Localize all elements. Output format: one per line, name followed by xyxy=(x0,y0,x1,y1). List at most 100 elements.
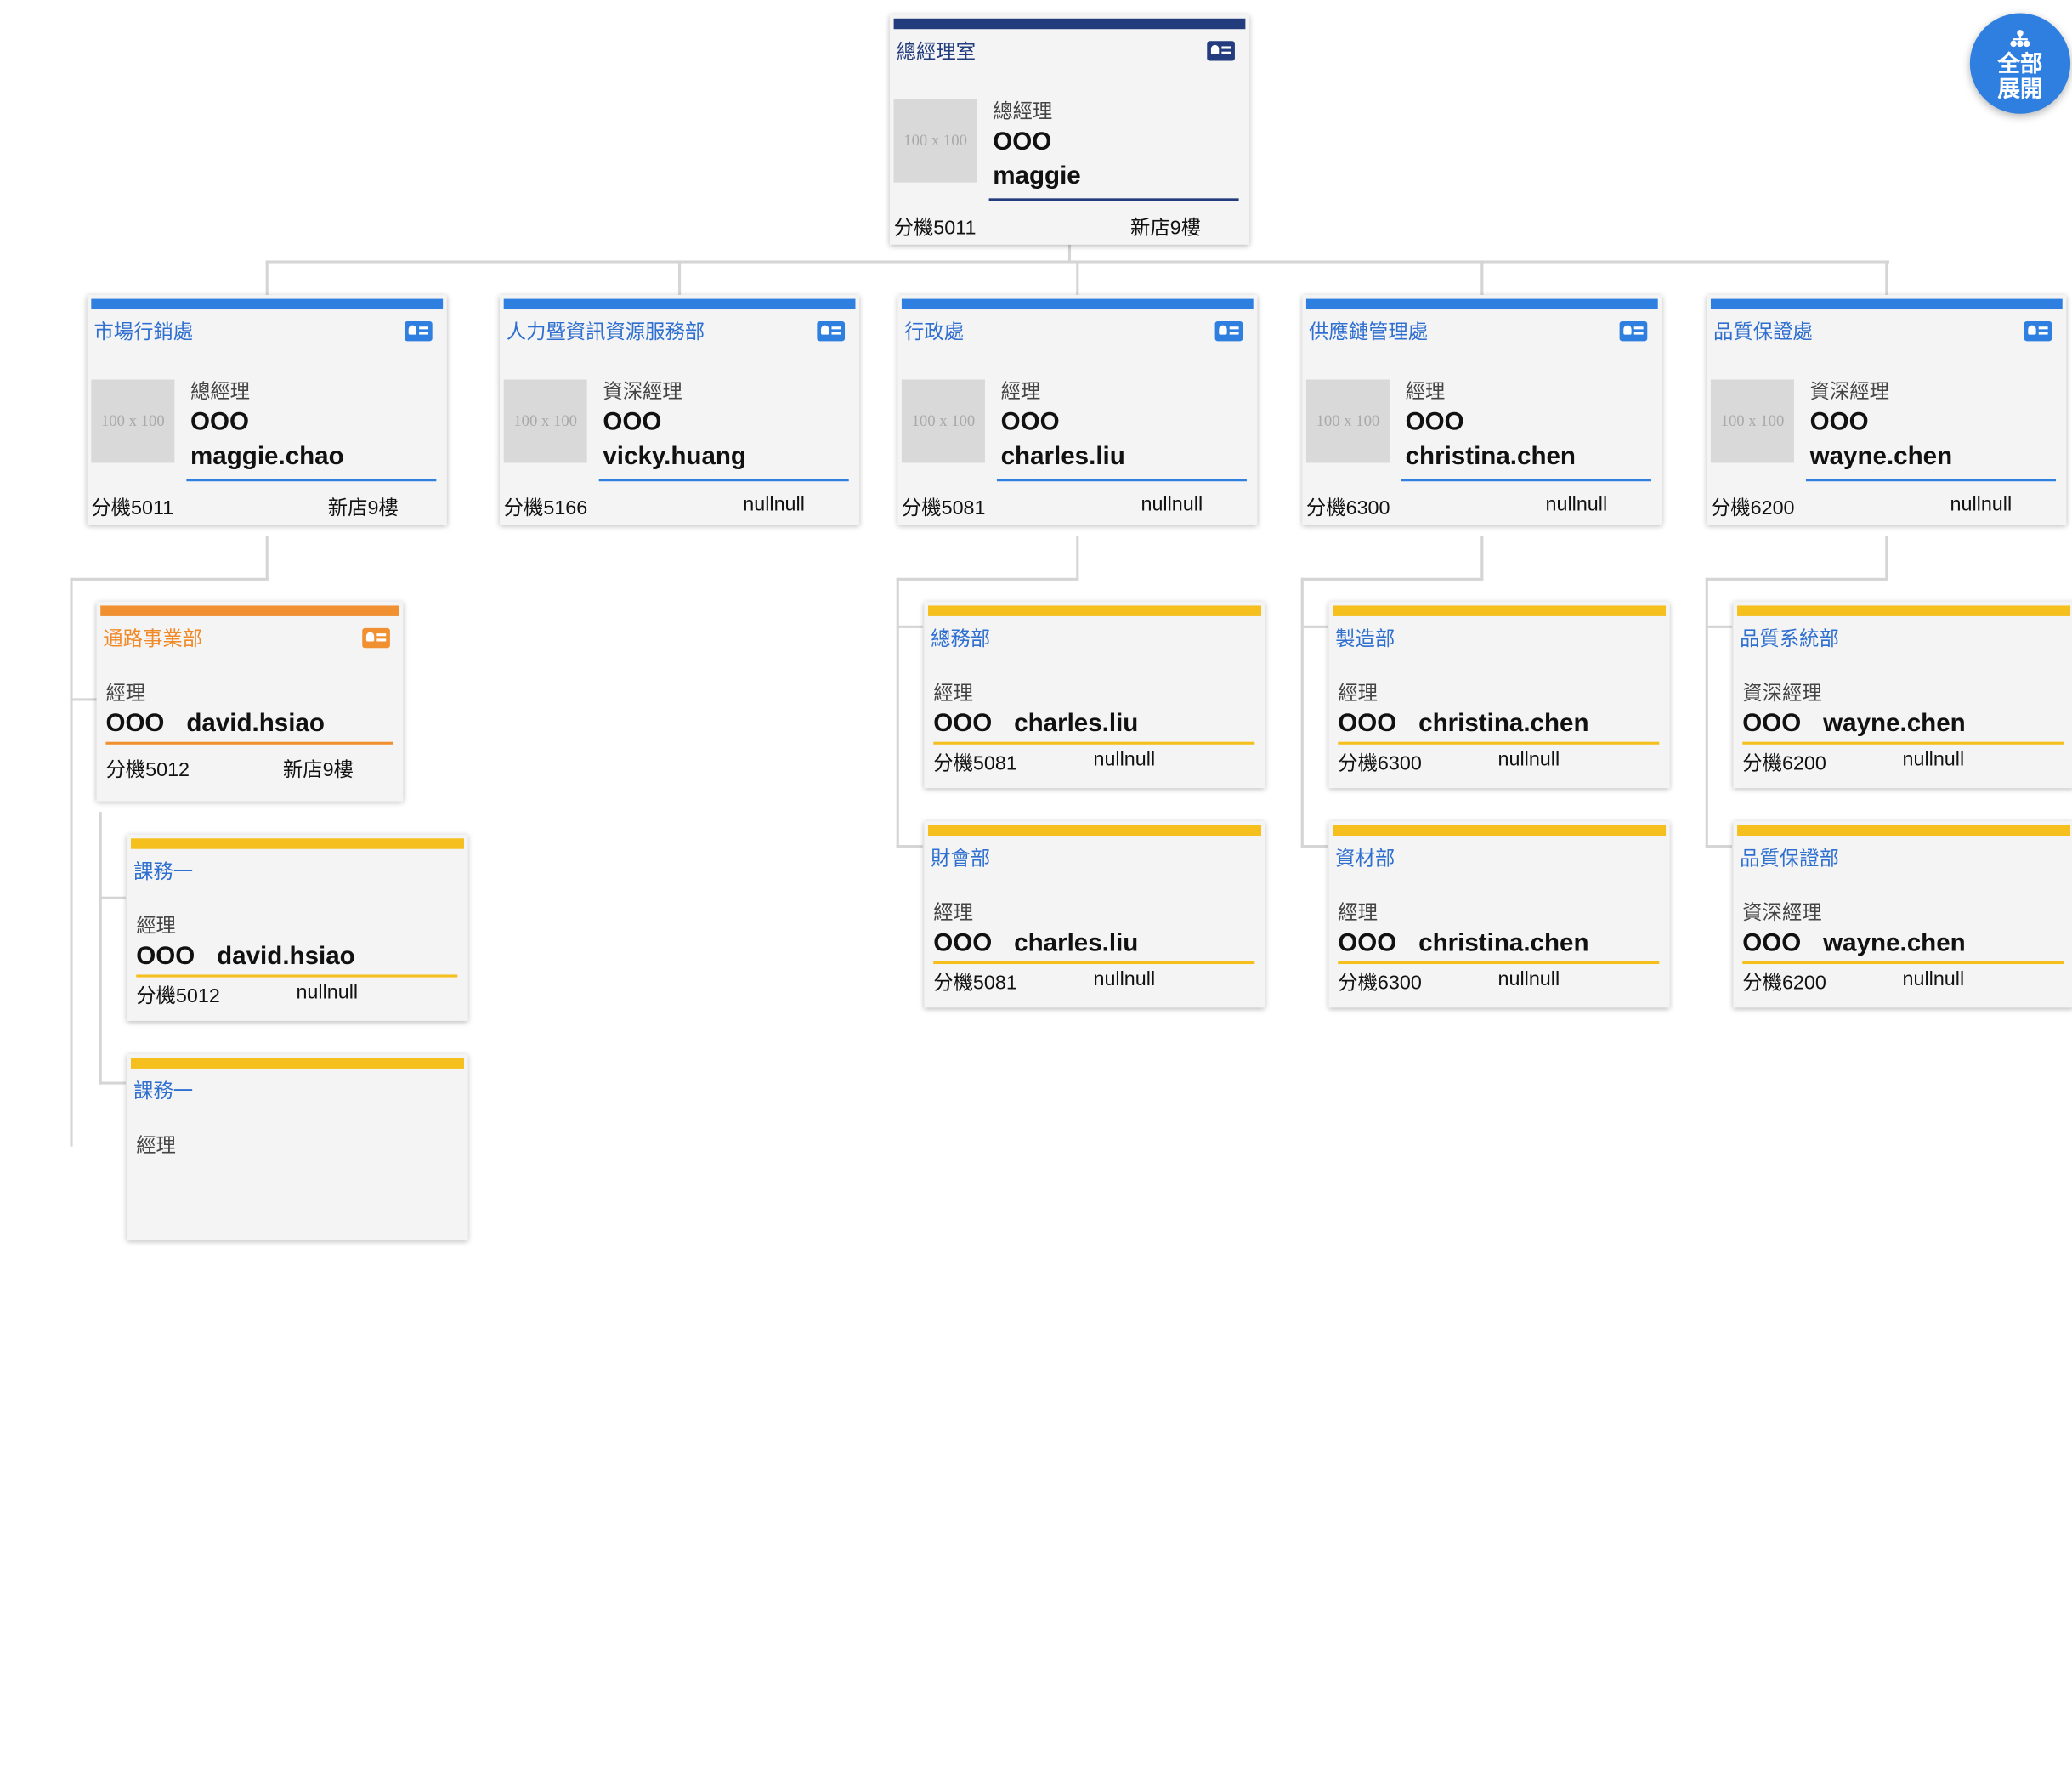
job-title: 經理 xyxy=(1405,381,1446,404)
connector xyxy=(1885,536,1888,580)
org-card-manufacturing[interactable]: 製造部 經理 OOO christina.chen 分機6300 nullnul… xyxy=(1328,601,1670,789)
org-card-general-affairs[interactable]: 總務部 經理 OOO charles.liu 分機5081 nullnull xyxy=(924,601,1265,789)
card-header-bar xyxy=(1737,825,2071,836)
connector xyxy=(265,536,269,580)
employee-name: christina.chen xyxy=(1418,710,1589,739)
connector xyxy=(1705,625,1732,628)
office-location: nullnull xyxy=(1093,748,1156,771)
employee-name: wayne.chen xyxy=(1809,443,1953,471)
org-card-root[interactable]: 總經理室 100 x 100 總經理 OOO maggie 分機5011 新店9… xyxy=(889,14,1250,245)
phone-extension: 分機6300 xyxy=(1338,752,1422,775)
phone-extension: 分機6200 xyxy=(1742,752,1826,775)
office-location: nullnull xyxy=(1950,493,2013,516)
employee-name: david.hsiao xyxy=(217,943,355,971)
connector xyxy=(896,577,1079,581)
job-title: 經理 xyxy=(1338,682,1378,706)
department-name: 製造部 xyxy=(1335,627,1395,651)
employee-name-prefix: OOO xyxy=(1405,408,1464,437)
phone-extension: 分機5012 xyxy=(105,758,190,782)
employee-name: maggie xyxy=(993,162,1081,191)
phone-extension: 分機6200 xyxy=(1742,972,1826,995)
card-header-bar xyxy=(91,298,444,310)
connector xyxy=(1885,260,1888,298)
job-title: 總經理 xyxy=(190,381,251,404)
connector xyxy=(1480,260,1484,298)
department-name: 行政處 xyxy=(904,321,965,344)
org-card-channel-business[interactable]: 通路事業部 經理 OOO david.hsiao 分機5012 新店9樓 xyxy=(96,601,404,802)
connector xyxy=(1705,845,1732,848)
employee-name: david.hsiao xyxy=(186,710,325,739)
avatar-placeholder: 100 x 100 xyxy=(893,99,977,183)
employee-name-prefix: OOO xyxy=(1742,929,1802,958)
connector xyxy=(1705,577,1708,848)
department-name: 通路事業部 xyxy=(103,627,203,651)
connector xyxy=(1076,536,1079,580)
employee-name: wayne.chen xyxy=(1823,929,1966,958)
name-underline xyxy=(1805,479,2056,481)
employee-name: maggie.chao xyxy=(190,443,344,471)
name-underline xyxy=(1742,741,2064,745)
org-card-section-2[interactable]: 課務一 經理 xyxy=(127,1053,468,1241)
id-card-icon[interactable] xyxy=(362,627,390,649)
org-card-quality-assurance[interactable]: 品質保證處 100 x 100 資深經理 OOO wayne.chen 分機62… xyxy=(1707,294,2067,525)
office-location: nullnull xyxy=(1902,967,1965,991)
employee-name: christina.chen xyxy=(1418,929,1589,958)
employee-name: vicky.huang xyxy=(603,443,746,471)
card-header-bar xyxy=(893,18,1246,30)
department-name: 總務部 xyxy=(931,627,991,651)
expand-all-label-line1: 全部 xyxy=(1997,51,2043,77)
connector xyxy=(896,845,923,848)
avatar-placeholder: 100 x 100 xyxy=(503,379,587,463)
org-card-quality-assurance-dept[interactable]: 品質保證部 資深經理 OOO wayne.chen 分機6200 nullnul… xyxy=(1733,821,2072,1008)
org-card-quality-system[interactable]: 品質系統部 資深經理 OOO wayne.chen 分機6200 nullnul… xyxy=(1733,601,2072,789)
id-card-icon[interactable] xyxy=(2024,321,2052,342)
expand-all-label: 全部 展開 xyxy=(1970,52,2070,102)
org-card-admin[interactable]: 行政處 100 x 100 經理 OOO charles.liu 分機5081 … xyxy=(897,294,1258,525)
card-header-bar xyxy=(928,825,1262,836)
card-header-bar xyxy=(131,838,465,849)
connector xyxy=(1067,244,1072,264)
office-location: nullnull xyxy=(1902,748,1965,771)
name-underline xyxy=(1338,741,1660,745)
id-card-icon[interactable] xyxy=(405,321,433,342)
connector xyxy=(1076,260,1079,298)
expand-all-button[interactable]: 全部 展開 xyxy=(1969,13,2071,114)
org-card-materials[interactable]: 資材部 經理 OOO christina.chen 分機6300 nullnul… xyxy=(1328,821,1670,1008)
org-card-marketing[interactable]: 市場行銷處 100 x 100 總經理 OOO maggie.chao 分機50… xyxy=(87,294,447,525)
org-card-finance-accounting[interactable]: 財會部 經理 OOO charles.liu 分機5081 nullnull xyxy=(924,821,1265,1008)
connector xyxy=(99,896,126,899)
id-card-icon[interactable] xyxy=(1619,321,1648,342)
org-card-supply-chain[interactable]: 供應鏈管理處 100 x 100 經理 OOO christina.chen 分… xyxy=(1302,294,1662,525)
id-card-icon[interactable] xyxy=(1214,321,1243,342)
office-location: nullnull xyxy=(1545,493,1608,516)
connector xyxy=(896,625,923,628)
department-name: 品質保證處 xyxy=(1713,321,1813,344)
org-card-hr-it[interactable]: 人力暨資訊資源服務部 100 x 100 資深經理 OOO vicky.huan… xyxy=(500,294,860,525)
card-header-bar xyxy=(1333,605,1667,616)
phone-extension: 分機5011 xyxy=(91,496,174,520)
employee-name-prefix: OOO xyxy=(190,408,249,437)
connector xyxy=(1300,577,1484,581)
department-name: 品質保證部 xyxy=(1740,848,1839,870)
department-name: 財會部 xyxy=(931,848,991,870)
org-card-section-1[interactable]: 課務一 經理 OOO david.hsiao 分機5012 nullnull xyxy=(127,834,468,1021)
name-underline xyxy=(105,741,393,745)
department-name: 人力暨資訊資源服務部 xyxy=(506,321,705,344)
id-card-icon[interactable] xyxy=(1207,41,1235,61)
connector xyxy=(99,812,102,1085)
connector xyxy=(1705,577,1888,581)
avatar-placeholder: 100 x 100 xyxy=(1305,379,1390,463)
job-title: 經理 xyxy=(933,901,973,925)
connector xyxy=(1300,625,1328,628)
office-location: 新店9樓 xyxy=(327,496,399,520)
connector xyxy=(896,577,899,848)
connector xyxy=(265,260,269,298)
office-location: nullnull xyxy=(1497,748,1560,771)
employee-name-prefix: OOO xyxy=(1338,929,1397,958)
card-header-bar xyxy=(1333,825,1667,836)
job-title: 經理 xyxy=(1000,381,1041,404)
job-title: 經理 xyxy=(136,1134,176,1158)
name-underline xyxy=(933,961,1255,964)
id-card-icon[interactable] xyxy=(817,321,846,342)
